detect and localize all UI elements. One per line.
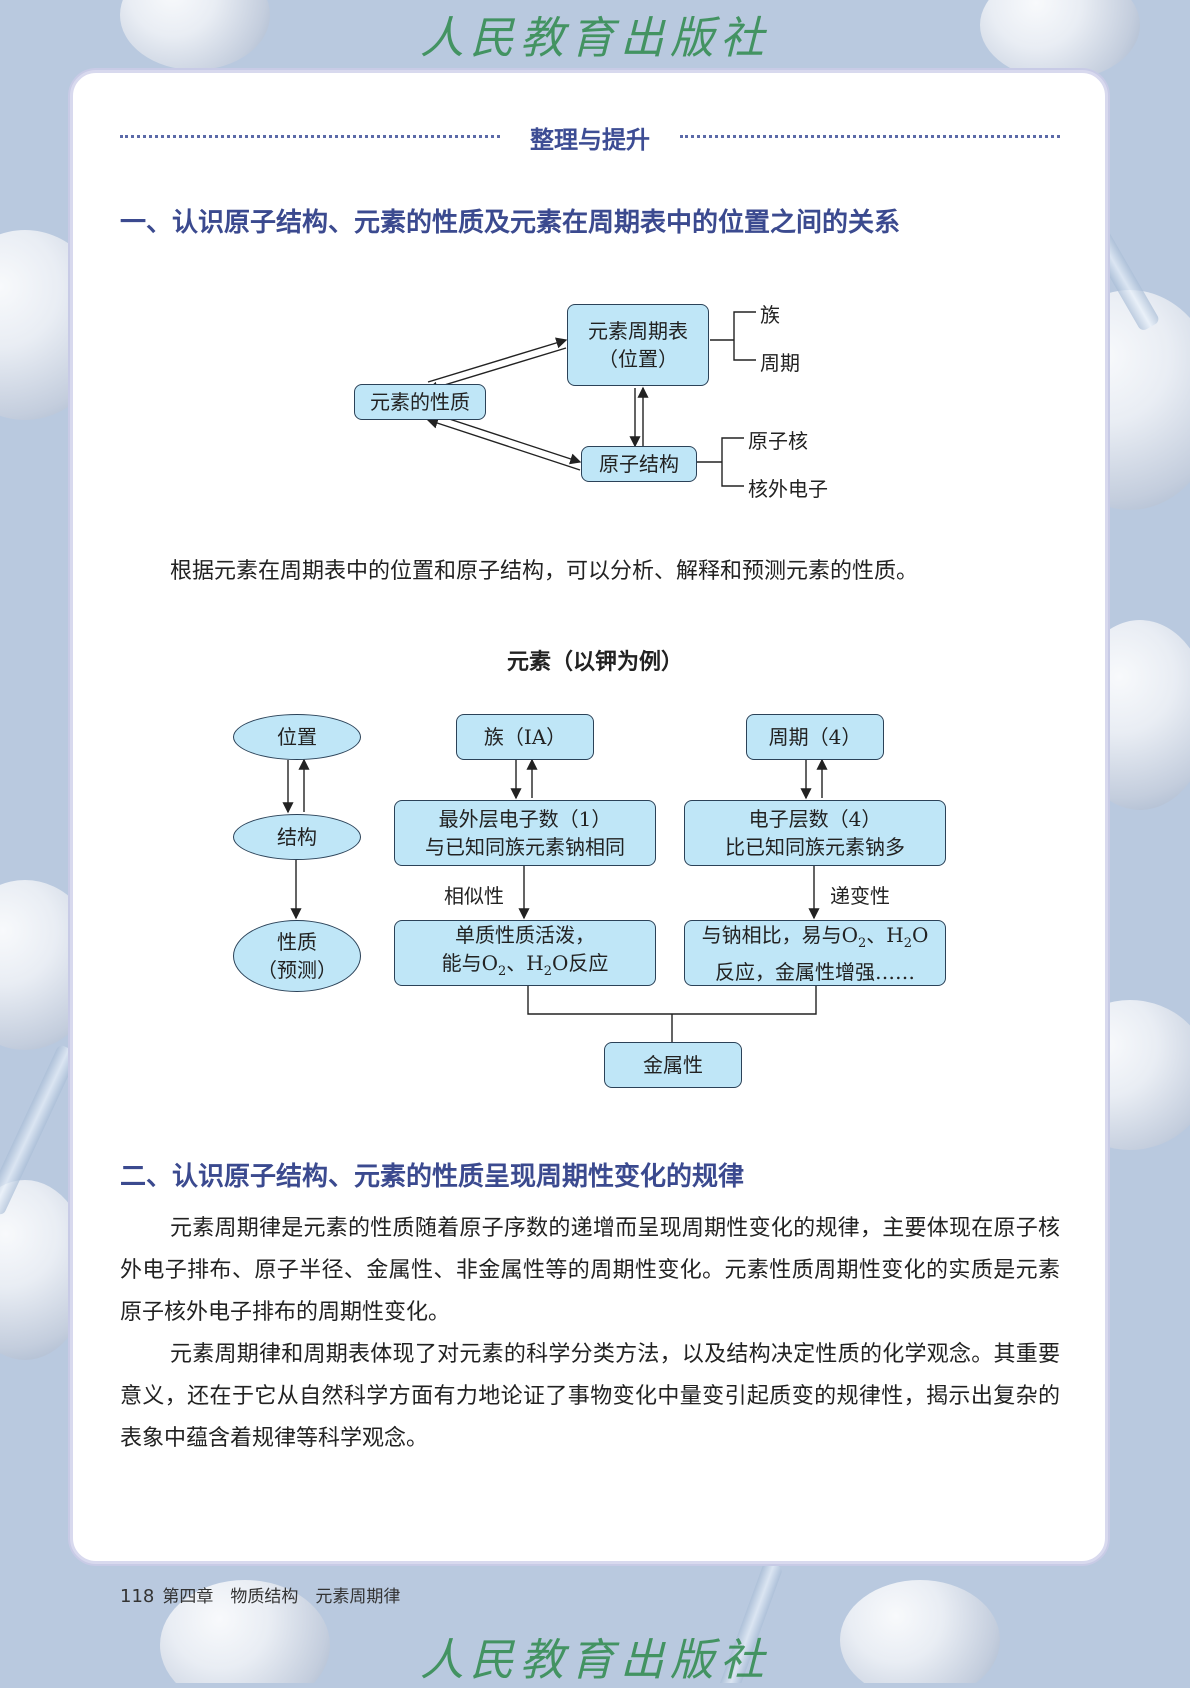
branch-nucleus-label: 原子核: [748, 429, 808, 453]
periodic-table-box-line2: （位置）: [598, 347, 678, 371]
arrow-property-to-structure: [427, 411, 582, 465]
atomic-structure-box: 原子结构: [581, 446, 697, 482]
oval-property-line2: （预测）: [257, 958, 337, 982]
join-line: [527, 986, 817, 1015]
oval-structure: 结构: [233, 814, 361, 860]
section1-heading: 一、认识原子结构、元素的性质及元素在周期表中的位置之间的关系: [120, 208, 901, 238]
bracket-structure: [721, 437, 744, 487]
active-line1: 单质性质活泼，: [455, 922, 595, 947]
section2-paragraph2: 元素周期律和周期表体现了对元素的科学分类方法，以及结构决定性质的化学观念。其重要…: [120, 1342, 1060, 1451]
element-property-box: 元素的性质: [354, 384, 486, 420]
oval-property: 性质 （预测）: [233, 920, 361, 992]
section2-body: 元素周期律是元素的性质随着原子序数的递增而呈现周期性变化的规律，主要体现在原子核…: [120, 1208, 1060, 1460]
shells-line2: 比已知同族元素钠多: [725, 835, 905, 859]
molecule-ball: [160, 1580, 330, 1683]
page-number: 118: [120, 1586, 155, 1607]
bracket-table: [733, 311, 756, 361]
banner-dots-left: [120, 135, 500, 138]
compare-line1: 与钠相比，易与O2、H2O: [701, 922, 929, 951]
electron-shells-box: 电子层数（4） 比已知同族元素钠多: [684, 800, 946, 866]
outer-electrons-line2: 与已知同族元素钠相同: [425, 835, 625, 859]
oval-position: 位置: [233, 714, 361, 760]
branch-electrons-label: 核外电子: [748, 477, 828, 501]
publisher-watermark-bottom: 人民教育出版社: [420, 1635, 770, 1686]
period-box: 周期（4）: [746, 714, 884, 760]
active-reaction-box: 单质性质活泼， 能与O2、H2O反应: [394, 920, 656, 986]
label-gradient: 递变性: [830, 884, 890, 908]
branch-period-label: 周期: [760, 351, 800, 375]
compare-line2: 反应，金属性增强……: [715, 959, 915, 984]
page-footer: 118 第四章 物质结构 元素周期律: [120, 1582, 400, 1607]
metallic-box: 金属性: [604, 1042, 742, 1088]
section1-summary-block: 根据元素在周期表中的位置和原子结构，可以分析、解释和预测元素的性质。: [120, 551, 1060, 593]
section2-paragraph1: 元素周期律是元素的性质随着原子序数的递增而呈现周期性变化的规律，主要体现在原子核…: [120, 1216, 1060, 1325]
compare-sodium-box: 与钠相比，易与O2、H2O 反应，金属性增强……: [684, 920, 946, 986]
molecule-ball: [840, 1580, 1000, 1683]
publisher-watermark-top: 人民教育出版社: [420, 13, 770, 64]
banner-title: 整理与提升: [520, 126, 660, 154]
diagram2-title: 元素（以钾为例）: [506, 650, 683, 675]
arrow-structure-to-property: [426, 417, 581, 471]
banner-dots-right: [680, 135, 1060, 138]
label-similarity: 相似性: [444, 884, 504, 908]
arrow-property-to-table: [427, 337, 568, 383]
periodic-table-box-line1: 元素周期表: [588, 319, 688, 343]
outer-electrons-box: 最外层电子数（1） 与已知同族元素钠相同: [394, 800, 656, 866]
outer-electrons-line1: 最外层电子数（1）: [438, 807, 612, 831]
section2-heading: 二、认识原子结构、元素的性质呈现周期性变化的规律: [120, 1162, 745, 1192]
periodic-table-box: 元素周期表 （位置）: [567, 304, 709, 386]
section1-summary: 根据元素在周期表中的位置和原子结构，可以分析、解释和预测元素的性质。: [170, 559, 919, 584]
arrow-table-to-property: [426, 347, 567, 393]
chapter-title: 第四章 物质结构 元素周期律: [162, 1587, 401, 1607]
oval-property-line1: 性质: [277, 930, 317, 954]
active-line2: 能与O2、H2O反应: [441, 950, 609, 979]
shells-line1: 电子层数（4）: [748, 807, 882, 831]
group-box: 族（ⅠA）: [456, 714, 594, 760]
branch-group-label: 族: [760, 303, 780, 327]
section-banner: 整理与提升: [120, 116, 1060, 156]
